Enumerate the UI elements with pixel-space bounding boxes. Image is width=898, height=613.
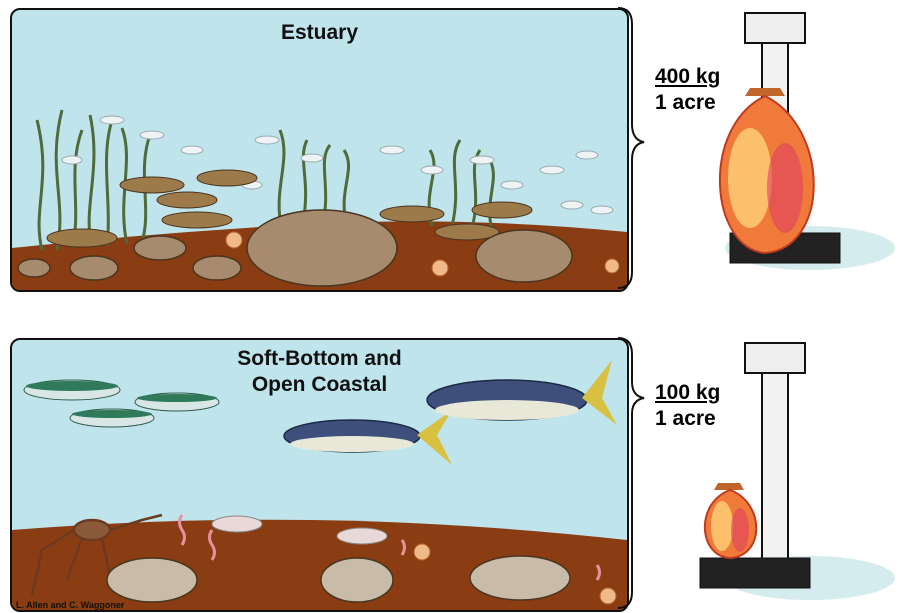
estuary-illustration [12,10,627,290]
coastal-flatfish [107,556,570,602]
credit-text: L. Allen and C. Waggoner [16,600,124,610]
scale-dial-icon [745,343,805,373]
scale-dial-icon [745,13,805,43]
estuary-title: Estuary [12,20,627,46]
bag-neck-icon [745,88,785,96]
estuary-panel: Estuary [10,8,629,292]
scale-estuary [690,8,898,278]
scale-pole-icon [762,373,788,563]
bag-neck-icon [714,483,744,490]
scale-base-icon [700,558,810,588]
scale-coastal [690,338,898,608]
estuary-brace [616,6,646,292]
coastal-brace [616,336,646,612]
coastal-panel: Soft-Bottom and Open Coastal L. Allen an… [10,338,629,612]
coastal-title: Soft-Bottom and Open Coastal [12,346,627,398]
